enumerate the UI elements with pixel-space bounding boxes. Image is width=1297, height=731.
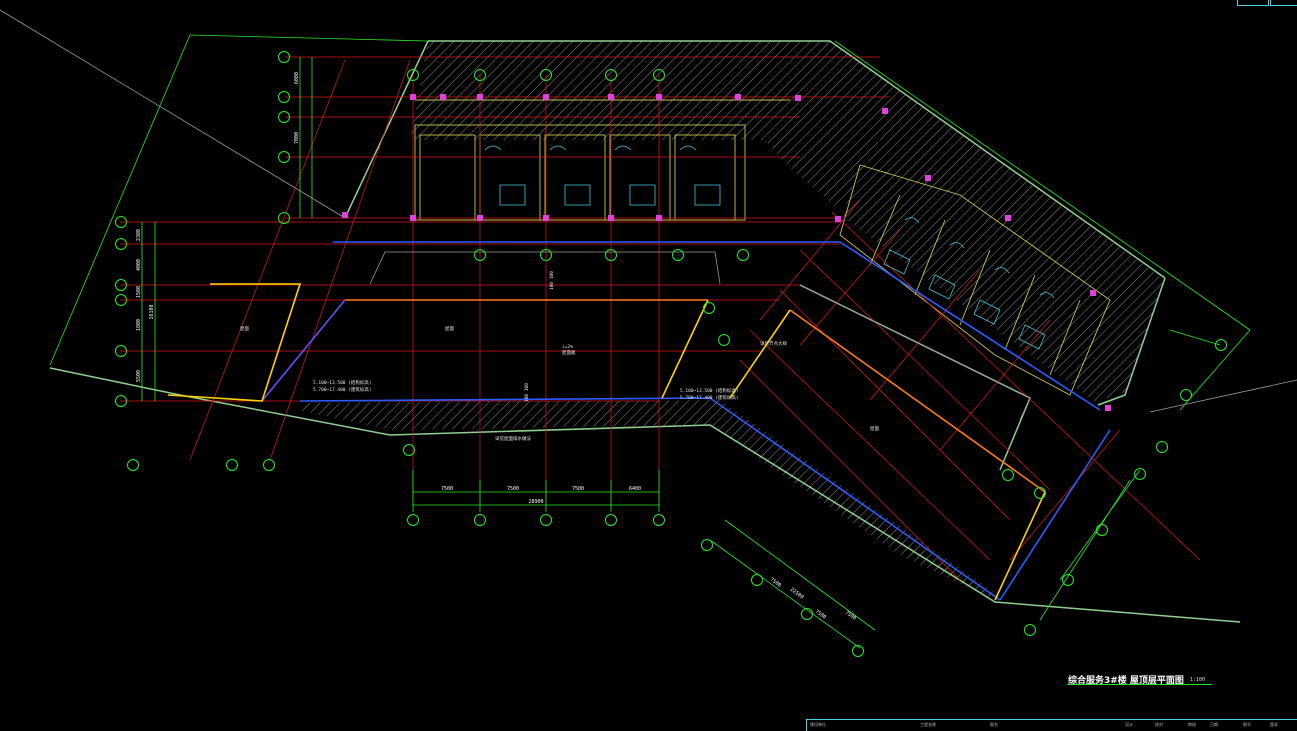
dim-left-5: 5500: [136, 370, 142, 382]
mid-label: 屋面板: [562, 349, 576, 356]
dimension-texts: 7500 7500 7500 6400 28900 2300 4000 1500…: [136, 72, 857, 622]
corner-frame-right: [1270, 0, 1297, 6]
elev-b2: 5.700~17.400 (建筑标高): [680, 394, 739, 401]
slope-note: i=2%: [562, 344, 573, 350]
tb-cell-9: 版本: [1270, 722, 1278, 727]
axis-grid-lines: [120, 56, 1201, 581]
roof-label-mid: 屋面: [445, 326, 454, 332]
tb-cell-2: 工程名称: [920, 722, 936, 727]
dim-bottom-3: 7500: [572, 486, 584, 492]
drawing-scale: 1:100: [1190, 677, 1206, 683]
title-underline: [1068, 684, 1212, 685]
elev-b1: 5.100~13.500 (结构标高): [680, 387, 739, 394]
detail-ref: 详见节点大样: [760, 340, 787, 347]
tb-cell-7: 日期: [1210, 722, 1218, 727]
dim-wing-2: 7500: [814, 609, 827, 621]
elev-a2: 5.700~17.400 (建筑标高): [313, 386, 372, 393]
tb-cell-5: 校对: [1155, 722, 1163, 727]
axis-bubbles: [115, 51, 1227, 657]
dim-left-total: 16100: [149, 304, 155, 319]
drain-note: 详见屋面排水做法: [495, 435, 531, 442]
dim-left-1: 2300: [136, 229, 142, 241]
dim-left-4: 1800: [136, 319, 142, 331]
building-outline: [49, 40, 1241, 623]
right-wing-fixtures: [883, 217, 1055, 350]
tb-cell-4: 设计: [1125, 722, 1133, 727]
upper-wing-fixtures: [484, 145, 721, 206]
roof-label-right: 屋面: [870, 426, 879, 432]
roof-label-left: 屋面: [240, 326, 249, 332]
drawing-title: 综合服务3#楼 屋顶层平面图: [1068, 676, 1184, 686]
dim-bottom-4: 6400: [629, 486, 641, 492]
dim-bottom-1: 7500: [441, 486, 453, 492]
mid-value: 100 100: [524, 383, 530, 402]
dim-bottom-2: 7500: [507, 486, 519, 492]
site-reference-line: [0, 9, 346, 219]
inner-outline: [369, 251, 1031, 421]
tb-cell-6: 审核: [1188, 722, 1196, 727]
dim-bottom-total: 28900: [528, 499, 543, 505]
center-value: 100 100: [549, 271, 555, 290]
dim-wing-3: 7500: [844, 610, 857, 622]
title-block-bar: [806, 719, 1297, 731]
right-wing-walls: [839, 164, 1111, 396]
slab-edges: [167, 241, 1111, 601]
tb-cell-3: 图名: [990, 722, 998, 727]
dim-left-top-1: 6000: [294, 72, 300, 84]
dim-left-3: 1500: [136, 286, 142, 298]
column-markers: [342, 94, 1111, 411]
annotations: 5.100~13.500 (结构标高) 5.700~17.400 (建筑标高) …: [240, 271, 879, 442]
dimension-lines: [49, 34, 1251, 649]
corner-frame-left: [1237, 0, 1269, 6]
site-reference-line-right: [1149, 379, 1297, 413]
tb-cell-8: 图号: [1243, 722, 1251, 727]
dim-wing-1: 7500: [769, 577, 782, 589]
elev-a1: 5.100~13.500 (结构标高): [313, 379, 372, 386]
dim-left-2: 4000: [136, 259, 142, 271]
tb-cell-1: 建设单位: [810, 722, 826, 727]
dim-left-top-2: 7000: [294, 132, 300, 144]
